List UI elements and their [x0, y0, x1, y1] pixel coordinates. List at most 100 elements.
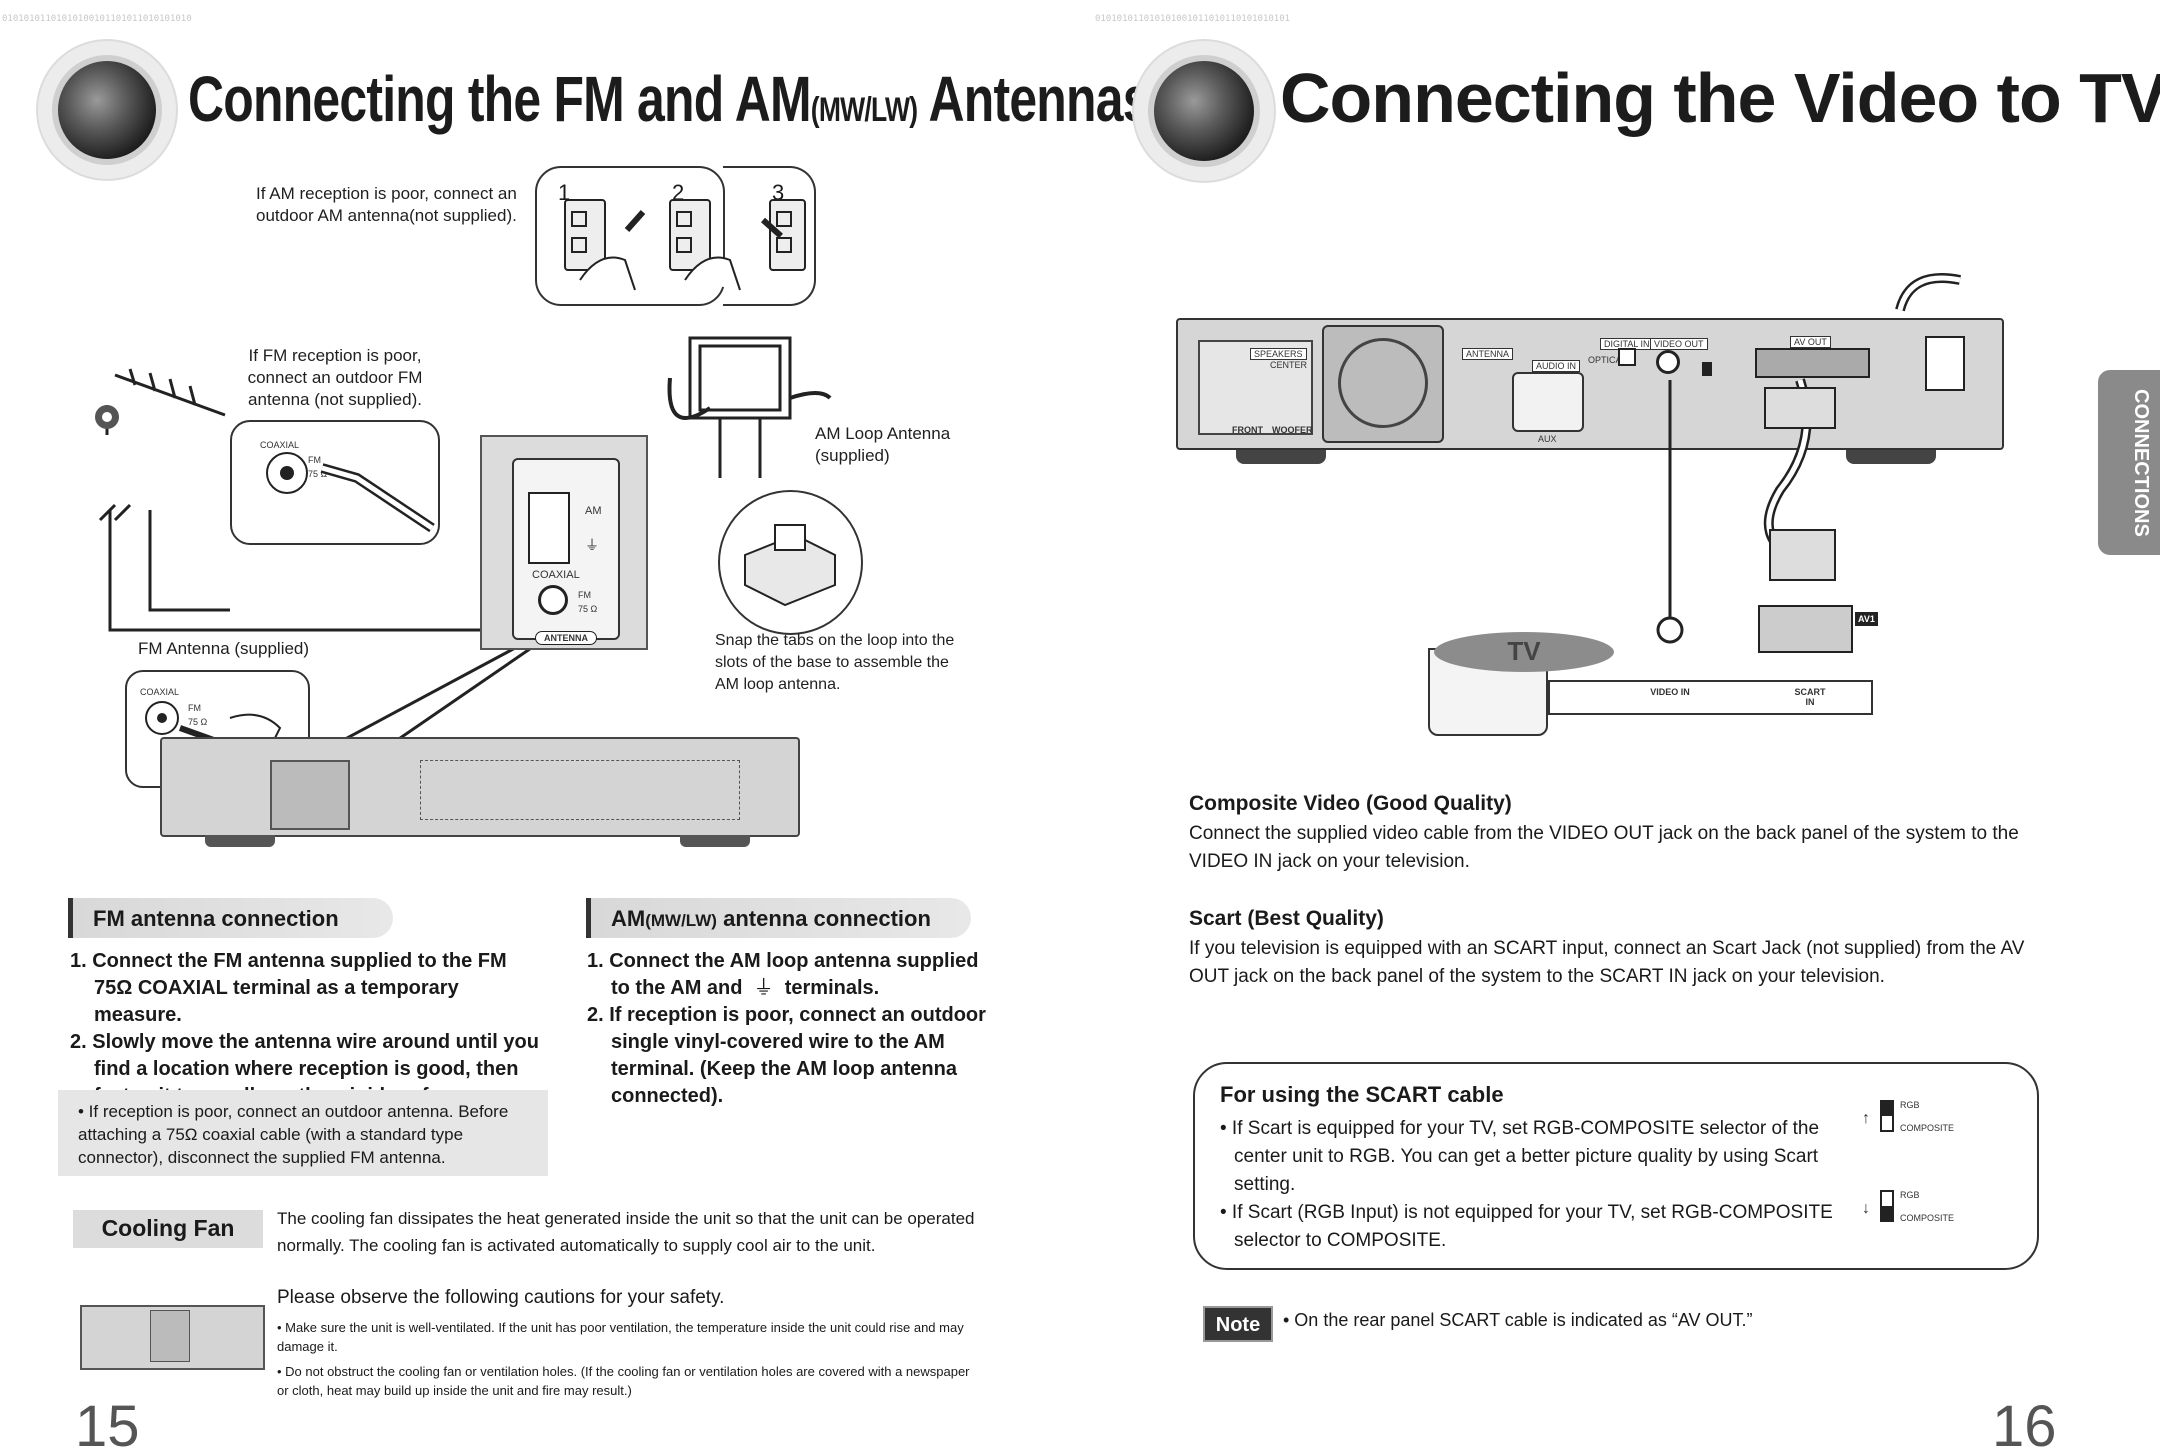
cooling-fan-circle [1338, 338, 1428, 428]
optical-jack [1618, 348, 1636, 366]
scart-bullet-2: • If Scart (RGB Input) is not equipped f… [1220, 1202, 1833, 1251]
receiver-foot-left-1 [205, 835, 275, 847]
fm-step-1: 1. Connect the FM antenna supplied to th… [70, 950, 507, 1026]
switch-composite-position-icon [1880, 1190, 1894, 1222]
fm-jack [538, 585, 568, 615]
binary-pattern-right: 0101010110101010010110101101010101011010… [1095, 14, 1290, 24]
scart-info-box [1193, 1062, 2039, 1270]
antenna-label-right: ANTENNA [1462, 348, 1514, 360]
am-jack [528, 492, 570, 564]
video-in-label: VIDEO IN [1650, 687, 1690, 697]
optical-label: OPTICAL [1588, 355, 1627, 365]
right-terminal-block [1925, 336, 1965, 391]
speaker-disc-icon-right [1148, 55, 1260, 167]
video-out-jack [1656, 350, 1680, 374]
coaxial-label-1: COAXIAL [260, 440, 300, 450]
step-number-3: 3 [772, 180, 785, 205]
receiver-jacks-left [420, 760, 740, 820]
av-out-label: AV OUT [1790, 336, 1831, 348]
scart-bullet-1: • If Scart is equipped for your TV, set … [1220, 1118, 1820, 1195]
caution-title: Please observe the following cautions fo… [277, 1287, 725, 1308]
fm-label-3: FM [188, 703, 201, 713]
audio-in-jacks [1512, 372, 1584, 432]
switch-rgb-position-icon [1880, 1100, 1894, 1132]
cooling-fan-label: Cooling Fan [73, 1210, 263, 1248]
left-page-decor: 0101010110101010010110101101010101011010… [0, 0, 200, 220]
receiver-fan-left [270, 760, 350, 830]
right-page-decor: 0101010110101010010110101101010101011010… [1090, 0, 1300, 220]
arrow-down-icon: ↓ [1862, 1200, 1870, 1217]
am-step-2: 2. If reception is poor, connect an outd… [587, 1004, 986, 1107]
step-number-1: 1 [558, 180, 571, 205]
outdoor-fm-antenna-illustration [95, 368, 226, 522]
tv-input-strip [1548, 680, 1873, 715]
composite-label-2: COMPOSITE [1900, 1213, 1955, 1223]
fm-antenna-label: FM Antenna (supplied) [138, 639, 310, 658]
cooling-fan-text: The cooling fan dissipates the heat gene… [277, 1209, 975, 1255]
ohm-label-3: 75 Ω [188, 717, 208, 727]
fm-steps-list: 1. Connect the FM antenna supplied to th… [70, 948, 550, 1110]
center-label: CENTER [1270, 360, 1308, 370]
audio-in-label: AUDIO IN [1532, 360, 1581, 372]
tv-label: TV [1507, 636, 1541, 666]
connections-tab: CONNECTIONS [2098, 370, 2160, 555]
rgb-label-2: RGB [1900, 1190, 1920, 1200]
caution-2: • Do not obstruct the cooling fan or ven… [277, 1364, 970, 1398]
front-label: FRONT [1232, 425, 1263, 435]
page-number-right: 16 [1992, 1394, 2057, 1452]
fm-coaxial-callout [230, 420, 440, 545]
av1-label: AV1 [1855, 612, 1878, 626]
rgb-composite-switch [1702, 362, 1712, 376]
video-out-label: VIDEO OUT [1650, 338, 1708, 350]
ground-symbol-icon-2: ⏚ [748, 977, 780, 999]
composite-label-1: COMPOSITE [1900, 1123, 1955, 1133]
page-number-left: 15 [75, 1394, 140, 1452]
caution-1: • Make sure the unit is well-ventilated.… [277, 1320, 964, 1354]
snap-note: Snap the tabs on the loop into the slots… [715, 632, 955, 693]
receiver-back-panel-left [160, 737, 800, 837]
receiver-foot-left-2 [680, 835, 750, 847]
fm-note-box: • If reception is poor, connect an outdo… [58, 1090, 548, 1176]
fm-poor-note: If FM reception is poor, connect an outd… [247, 346, 423, 409]
video-cables [1656, 273, 1961, 644]
scart-in-label: SCART IN [1794, 687, 1826, 707]
tv-oval-label: TV [1434, 632, 1614, 672]
fm-label-1: FM [308, 455, 321, 465]
am-steps-callout-right [723, 166, 816, 306]
cooling-unit-thumb-fan [150, 1310, 190, 1362]
coaxial-label-2: COAXIAL [532, 569, 580, 581]
aux-label: AUX [1538, 434, 1557, 444]
speaker-disc-icon [52, 55, 162, 165]
binary-pattern: 0101010110101010010110101101010101011010… [2, 14, 192, 24]
am-loop-base-illustration [744, 524, 836, 607]
receiver-back-panel-right [1176, 318, 2004, 450]
note-label: Note [1203, 1306, 1273, 1342]
page-title-left: Connecting the FM and AM(MW/LW) Antennas [188, 63, 1150, 135]
scart-heading: Scart (Best Quality) [1189, 907, 1384, 930]
am-label: AM [585, 505, 602, 517]
am-section-header: AM(MW/LW) antenna connection [586, 898, 971, 938]
am-terminal-steps-illustration [564, 199, 806, 291]
composite-heading: Composite Video (Good Quality) [1189, 792, 1512, 815]
coaxial-label-3: COAXIAL [140, 687, 180, 697]
page-title-right: Connecting the Video to TV [1280, 59, 2160, 137]
step-number-2: 2 [672, 180, 685, 205]
am-steps-callout [535, 166, 725, 306]
rgb-label-1: RGB [1900, 1100, 1920, 1110]
receiver-foot-right-2 [1846, 450, 1936, 464]
tv-scart-port [1758, 605, 1853, 653]
ohm-label-1: 75 Ω [308, 469, 328, 479]
am-poor-note: If AM reception is poor, connect an outd… [256, 184, 517, 225]
ohm-label-2: 75 Ω [578, 604, 598, 614]
speakers-label: SPEAKERS [1250, 348, 1307, 360]
receiver-foot-right-1 [1236, 450, 1326, 464]
am-loop-antenna-illustration [667, 336, 832, 478]
woofer-label: WOOFER [1272, 425, 1313, 435]
note-text: • On the rear panel SCART cable is indic… [1283, 1310, 1753, 1330]
scart-box-heading: For using the SCART cable [1220, 1082, 1504, 1107]
fm-label-2: FM [578, 590, 591, 600]
arrow-up-icon: ↑ [1862, 1110, 1870, 1127]
fm-section-header: FM antenna connection [68, 898, 393, 938]
